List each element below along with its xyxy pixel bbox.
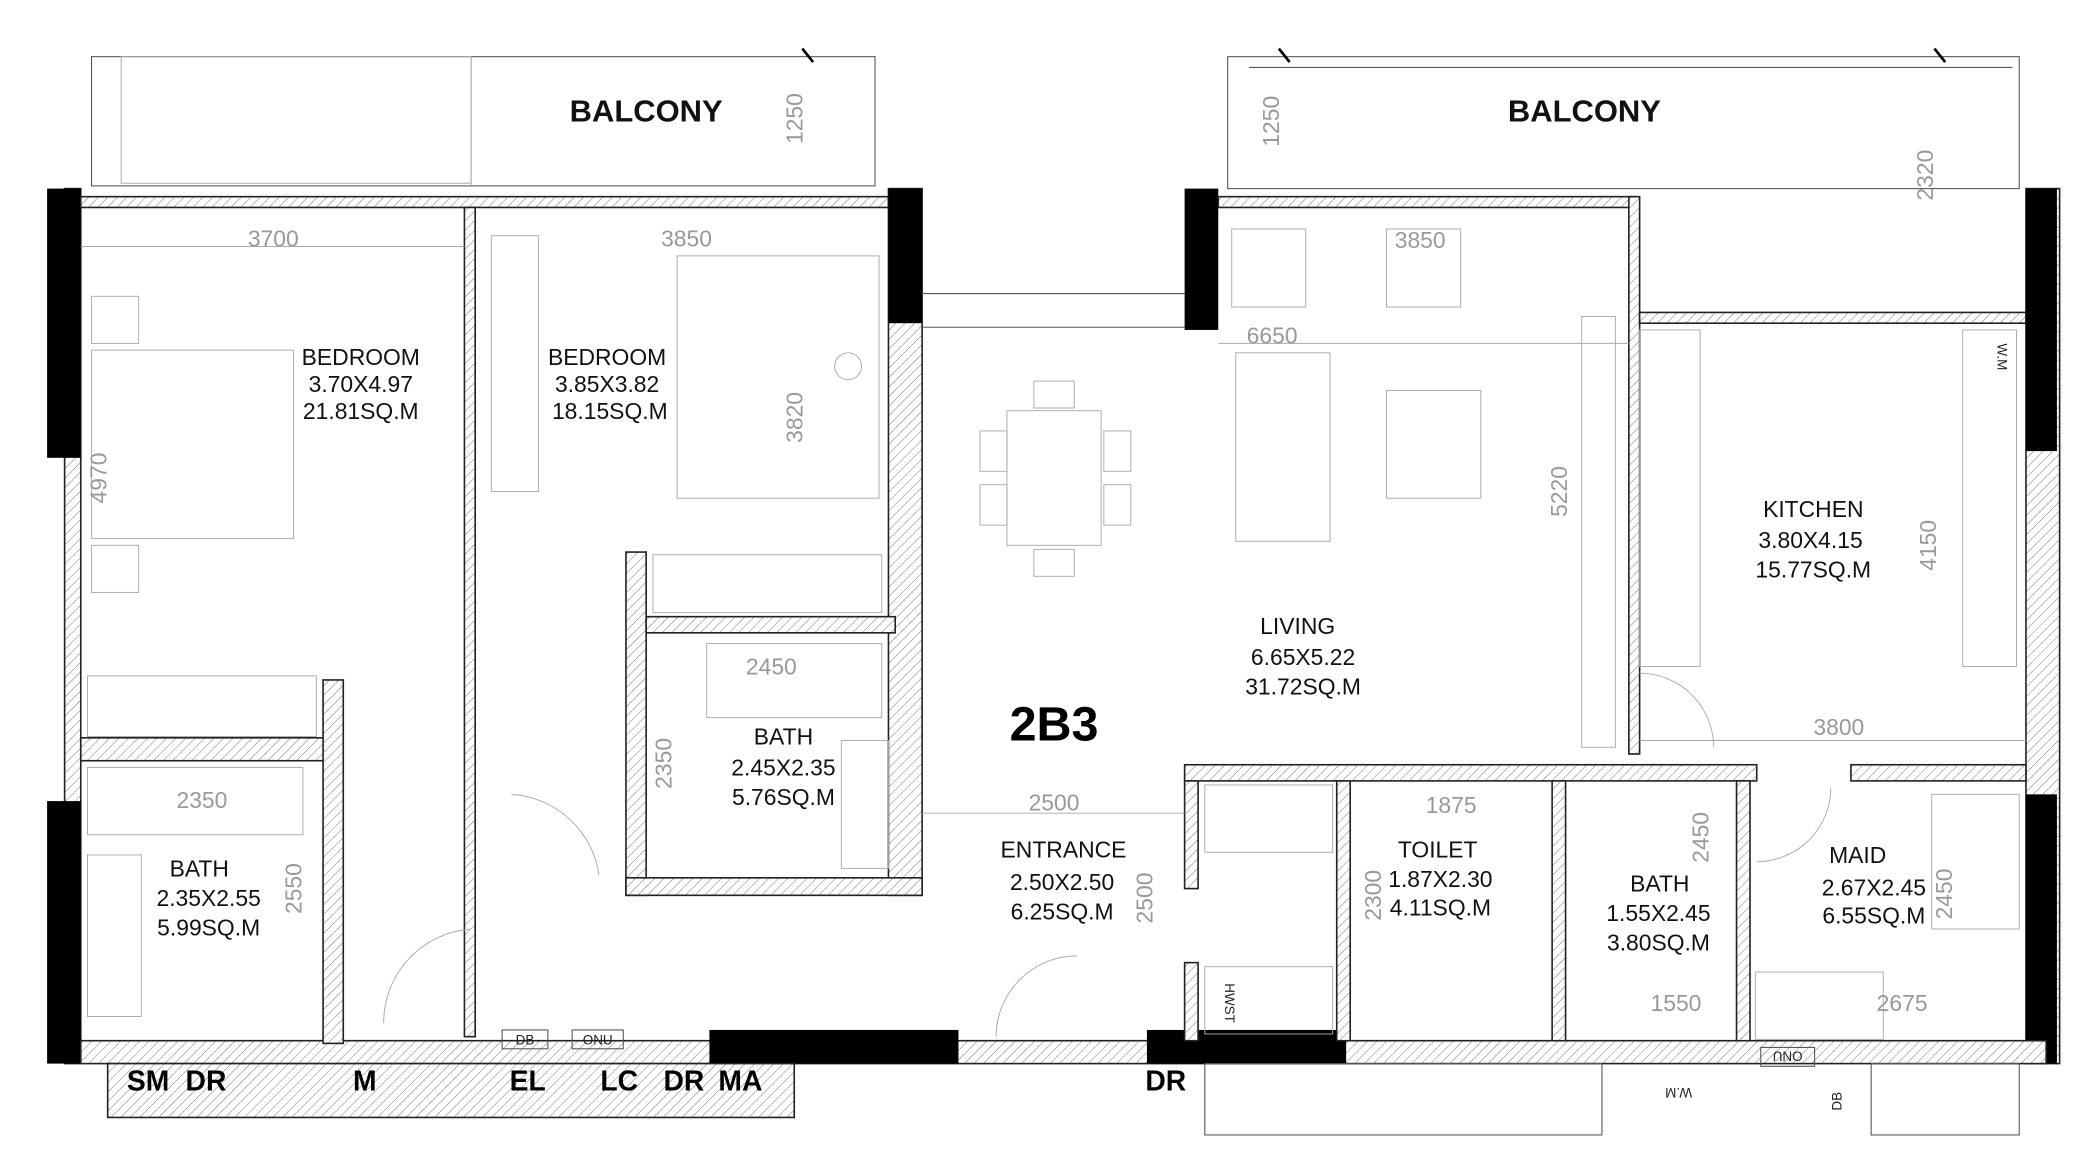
dimension-label: 2450 [1931, 869, 1957, 920]
room-size: 1.55X2.45 [1606, 900, 1710, 926]
dimension-label: 2300 [1360, 870, 1386, 921]
water-heater-label: HWST [1222, 983, 1237, 1023]
fixtures: DB ONU ONU DB W.M W.M HWST [501, 343, 2010, 1111]
dimension-label: 5220 [1546, 466, 1572, 517]
room-name: TOILET [1398, 837, 1478, 863]
room-name: KITCHEN [1763, 496, 1863, 522]
room-area: 18.15SQ.M [552, 398, 668, 424]
washing-machine-label: W.M [1665, 1085, 1692, 1100]
dimension-label: 2320 [1912, 150, 1938, 201]
shaft-label: LC [600, 1065, 638, 1097]
balcony-label: BALCONY [570, 93, 723, 128]
room-toilet: TOILET 1.87X2.30 4.11SQ.M [1388, 837, 1492, 921]
room-name: BEDROOM [548, 344, 666, 370]
room-size: 3.85X3.82 [555, 371, 659, 397]
dimension-label: 2500 [1131, 873, 1157, 924]
dimension-label: 3820 [781, 392, 807, 443]
room-name: BEDROOM [302, 344, 420, 370]
room-area: 21.81SQ.M [303, 398, 419, 424]
shaft-label: M [353, 1065, 377, 1097]
db-label: DB [1830, 1092, 1845, 1111]
dimension-label: 4150 [1915, 520, 1941, 571]
room-area: 5.76SQ.M [732, 784, 835, 810]
room-size: 2.35X2.55 [156, 885, 260, 911]
balcony-label: BALCONY [1508, 93, 1661, 128]
room-bedroom-2: BEDROOM 3.85X3.82 18.15SQ.M [548, 344, 668, 424]
shaft-label: DR [663, 1065, 704, 1097]
room-bath-3: BATH 1.55X2.45 3.80SQ.M [1606, 870, 1710, 955]
room-name: BATH [754, 724, 813, 750]
onu-label: ONU [1773, 1048, 1803, 1063]
room-size: 6.65X5.22 [1251, 644, 1355, 670]
room-name: BATH [1630, 870, 1689, 896]
shaft-label: DR [1145, 1065, 1186, 1097]
room-name: LIVING [1260, 613, 1335, 639]
room-name: BATH [170, 855, 229, 881]
dimension-label: 3700 [248, 225, 299, 251]
room-name: MAID [1829, 842, 1886, 868]
db-label: DB [516, 1033, 535, 1048]
room-bedroom-1: BEDROOM 3.70X4.97 21.81SQ.M [302, 344, 420, 424]
room-size: 3.70X4.97 [309, 371, 413, 397]
room-size: 2.67X2.45 [1822, 874, 1926, 900]
room-area: 5.99SQ.M [157, 915, 260, 941]
room-area: 6.55SQ.M [1822, 903, 1925, 929]
dimension-label: 2675 [1877, 990, 1928, 1016]
doors [383, 672, 1832, 1037]
dimension-label: 1875 [1426, 792, 1477, 818]
dimension-label: 2350 [176, 787, 227, 813]
dimension-label: 2500 [1029, 790, 1080, 816]
shaft-label: SM [127, 1065, 169, 1097]
dimension-label: 4970 [85, 453, 111, 504]
dimension-label: 2350 [651, 738, 677, 789]
room-kitchen: KITCHEN 3.80X4.15 15.77SQ.M [1755, 496, 1871, 583]
shaft-label: EL [510, 1065, 546, 1097]
room-area: 3.80SQ.M [1607, 930, 1710, 956]
walls [47, 187, 2061, 1136]
dimension-label: 6650 [1247, 322, 1298, 348]
washing-machine-label: W.M [1995, 343, 2010, 370]
shaft-label: DR [186, 1065, 227, 1097]
dimension-label: 1250 [1258, 96, 1284, 147]
room-size: 3.80X4.15 [1758, 527, 1862, 553]
service-shafts: SM DR M EL LC DR MA DR [127, 1065, 1186, 1097]
dimension-label: 3850 [1395, 227, 1446, 253]
dimension-label: 3850 [661, 225, 712, 251]
room-size: 1.87X2.30 [1388, 866, 1492, 892]
dimension-label: 1250 [781, 93, 807, 144]
dimensions: 3700 3850 3850 6650 4970 3820 5220 4150 … [80, 93, 2026, 1016]
dimension-label: 2550 [281, 863, 307, 914]
dimension-label: 2450 [1687, 812, 1713, 863]
room-area: 4.11SQ.M [1390, 895, 1491, 921]
dimension-label: 1550 [1651, 990, 1702, 1016]
room-maid: MAID 2.67X2.45 6.55SQ.M [1822, 842, 1926, 929]
furniture [87, 228, 2020, 1040]
room-size: 2.50X2.50 [1010, 869, 1114, 895]
room-name: ENTRANCE [1001, 837, 1127, 863]
balcony-left: BALCONY [91, 47, 876, 187]
dimension-label: 3800 [1813, 714, 1864, 740]
room-area: 6.25SQ.M [1011, 899, 1114, 925]
shaft-label: MA [718, 1065, 762, 1097]
dimension-label: 2450 [746, 654, 797, 680]
room-bath-1: BATH 2.35X2.55 5.99SQ.M [156, 855, 260, 940]
room-area: 15.77SQ.M [1755, 557, 1871, 583]
unit-name: 2B3 [1010, 698, 1099, 752]
room-area: 31.72SQ.M [1245, 674, 1361, 700]
onu-label: ONU [583, 1033, 613, 1048]
room-bath-2: BATH 2.45X2.35 5.76SQ.M [731, 724, 835, 811]
room-living: LIVING 6.65X5.22 31.72SQ.M [1245, 613, 1361, 700]
room-entrance: ENTRANCE 2.50X2.50 6.25SQ.M [1001, 837, 1127, 925]
balcony-right: BALCONY [1227, 47, 2020, 190]
room-size: 2.45X2.35 [731, 755, 835, 781]
